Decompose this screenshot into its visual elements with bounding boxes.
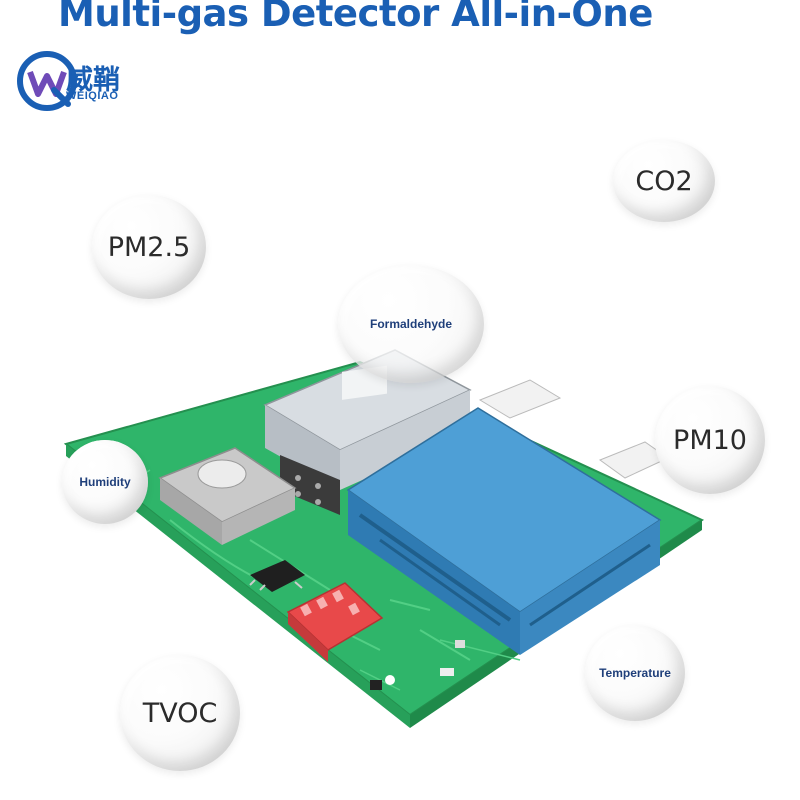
page-title: Multi-gas Detector All-in-One: [58, 0, 653, 35]
label-temperature: Temperature: [599, 666, 671, 680]
logo-english-text: WEIQIAO: [66, 90, 119, 102]
label-formaldehyde: Formaldehyde: [369, 317, 453, 331]
co2-sensor-module: [158, 447, 297, 545]
label-tvoc: TVOC: [142, 697, 218, 729]
smd-component: [455, 640, 465, 648]
bubble-pm10: PM10: [655, 386, 765, 494]
pin-connector: [280, 455, 340, 515]
ic-chip: [249, 560, 305, 592]
dip-switch: [286, 582, 384, 662]
bubble-formaldehyde: Formaldehyde: [338, 265, 484, 383]
pm-sensor-module: [346, 379, 669, 655]
label-co2: CO2: [635, 165, 693, 197]
logo-mark-icon: [17, 51, 77, 111]
label-pm10: PM10: [673, 424, 747, 456]
brand-logo: [16, 50, 166, 112]
bubble-co2: CO2: [613, 140, 715, 222]
smd-component: [370, 680, 382, 690]
bubble-pm25: PM2.5: [92, 195, 206, 299]
logo-chinese-text: 威鞘: [66, 65, 120, 96]
label-humidity: Humidity: [79, 475, 131, 489]
label-pm25: PM2.5: [107, 231, 191, 263]
bubble-humidity: Humidity: [62, 440, 148, 524]
bubble-tvoc: TVOC: [120, 655, 240, 771]
smd-component: [440, 668, 454, 676]
bubble-temperature: Temperature: [585, 625, 685, 721]
